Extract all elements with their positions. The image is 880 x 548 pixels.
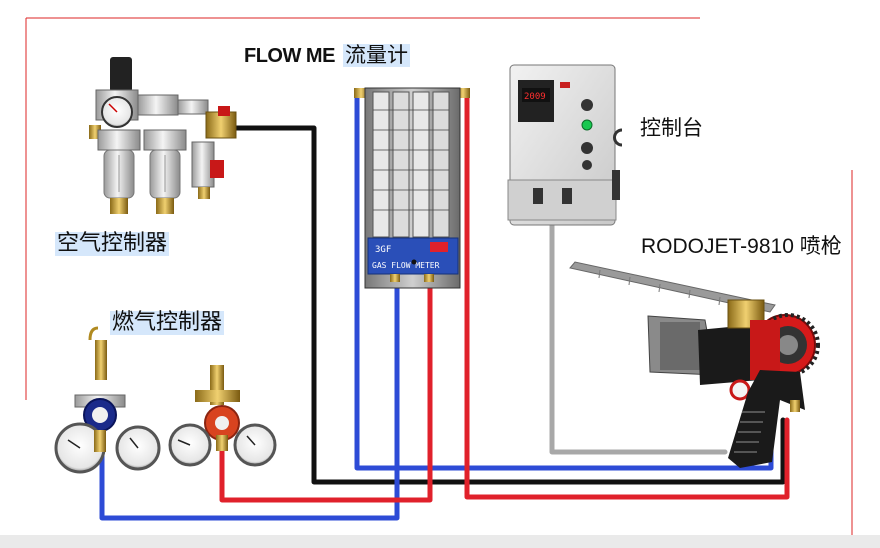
gas-flow-meter: 3GF GAS FLOW METER (354, 87, 470, 289)
label-fuel-controller: 燃气控制器 (110, 310, 225, 335)
fuel-regulator-right (168, 365, 277, 467)
hoses (99, 92, 790, 521)
label-spray-gun: RODOJET-9810 喷枪 (641, 235, 842, 258)
fuel-regulator-left (54, 326, 161, 474)
flow-meter-badge: 3GF (375, 245, 391, 255)
flow-meter-plate-text: GAS FLOW METER (372, 261, 440, 270)
fuel-hose-upper (464, 92, 790, 500)
spray-gun (569, 261, 820, 468)
control-console: 2009 (507, 64, 623, 226)
label-console: 控制台 (640, 116, 703, 140)
control-cable (549, 207, 728, 455)
label-flow-meter-en: FLOW ME (244, 45, 335, 67)
console-display: 2009 (524, 92, 546, 102)
air-controller-unit (89, 57, 237, 214)
air-hose (222, 125, 786, 485)
fuel-hose-lower (219, 272, 433, 503)
label-air-controller: 空气控制器 (55, 231, 170, 256)
frame (0, 17, 880, 548)
label-flow-meter-cn: 流量计 (343, 43, 410, 67)
oxygen-hose-lower (99, 272, 400, 521)
